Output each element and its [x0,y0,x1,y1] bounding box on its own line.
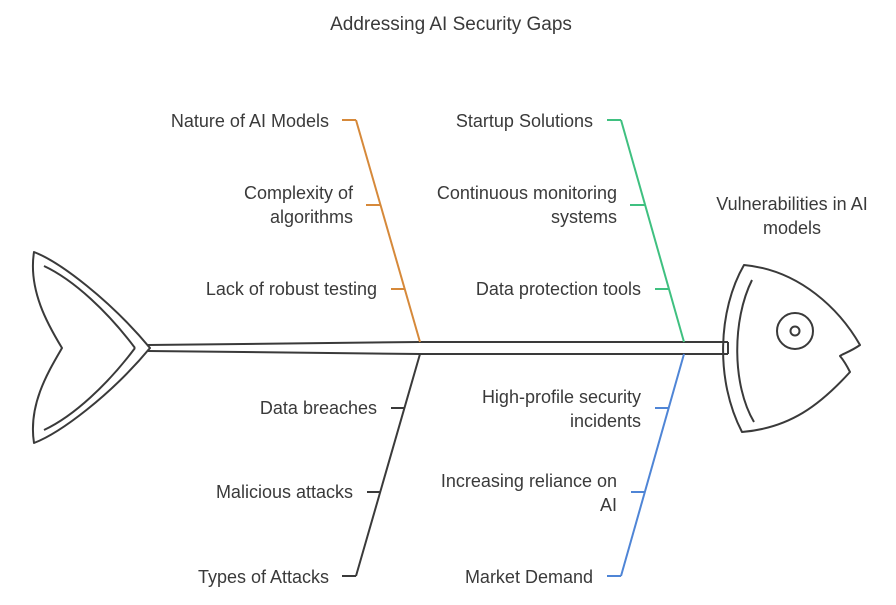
spine-bottom [147,350,728,355]
bone-market-demand [607,353,685,577]
bone-startup-solutions [607,119,685,343]
bone-types-of-attacks [342,353,421,577]
effect-line-1: Vulnerabilities in AI [716,194,867,214]
bone-head-types-of-attacks: Types of Attacks [198,567,329,587]
effect-label: Vulnerabilities in AI models [716,194,867,238]
spine-top [147,341,728,346]
cause-complexity-line-2: algorithms [270,207,353,227]
eye-pupil [789,325,801,337]
eye-outer [776,312,814,350]
cause-incidents-line-1: High-profile security [482,387,641,407]
cause-monitoring-line-2: systems [551,207,617,227]
gill-line [736,279,755,423]
bone-head-nature-of-ai-models: Nature of AI Models [171,111,329,131]
bone-line [620,119,685,343]
cause-lack-of-testing: Lack of robust testing [206,279,377,299]
bone-line [355,353,421,577]
cause-malicious-attacks: Malicious attacks [216,482,353,502]
cause-complexity-line-1: Complexity of [244,183,354,203]
fish-spine [147,341,729,355]
fish-tail [31,251,151,444]
effect-line-2: models [763,218,821,238]
fish-head [722,264,861,433]
tail-inner-top [43,265,136,349]
head-outline [722,264,861,433]
cause-incidents-line-2: incidents [570,411,641,431]
bone-line [355,119,421,343]
bone-head-startup-solutions: Startup Solutions [456,111,593,131]
bone-line [620,353,685,577]
cause-reliance-line-1: Increasing reliance on [441,471,617,491]
cause-reliance-line-2: AI [600,495,617,515]
cause-data-breaches: Data breaches [260,398,377,418]
cause-data-protection: Data protection tools [476,279,641,299]
diagram-title: Addressing AI Security Gaps [330,14,572,35]
tail-inner-bottom [43,347,136,431]
bone-nature-of-ai-models [342,119,421,343]
tail-outline [31,251,151,444]
bone-head-market-demand: Market Demand [465,567,593,587]
cause-monitoring-line-1: Continuous monitoring [437,183,617,203]
